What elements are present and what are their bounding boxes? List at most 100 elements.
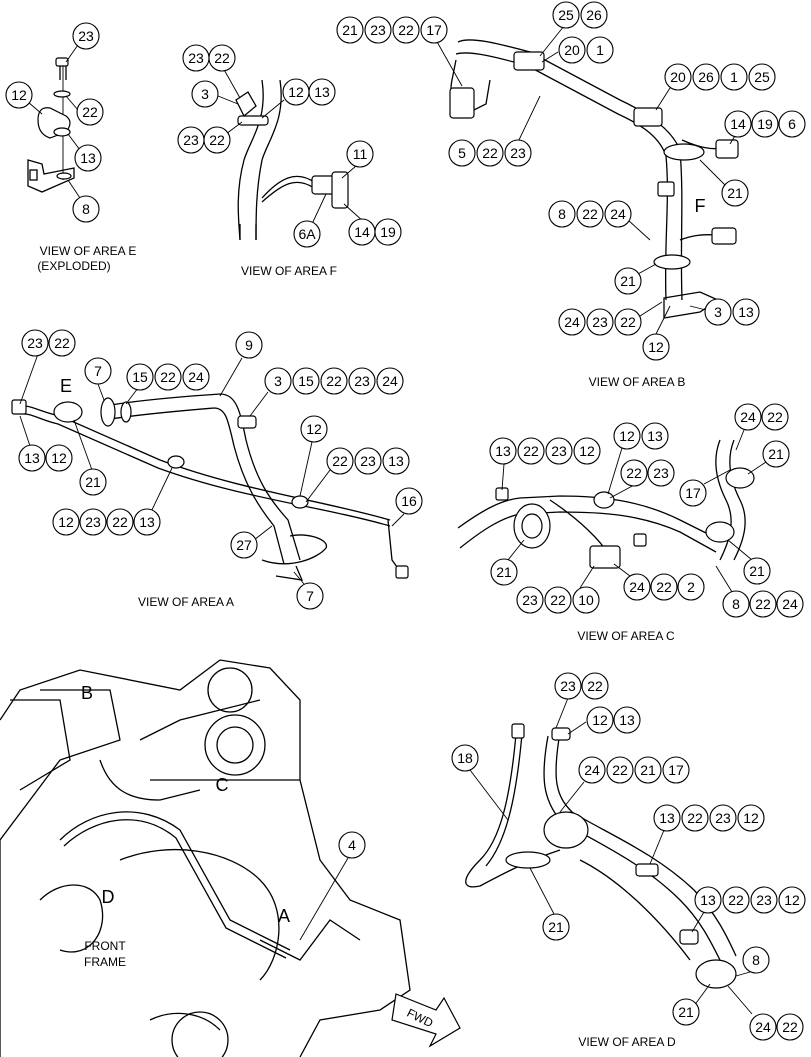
area-letter-b: B	[81, 683, 93, 703]
callout: 23 22	[19, 329, 76, 405]
callout: 23 22 10	[516, 565, 600, 614]
callout-label: 8	[558, 206, 566, 222]
callout-label: 23	[85, 514, 101, 530]
callout-label: 23	[522, 592, 538, 608]
callout-label: 6A	[298, 226, 316, 242]
fwd-arrow-shape	[391, 993, 461, 1048]
callout-label: 21	[496, 564, 512, 580]
callout: 23 22	[177, 121, 243, 154]
callout-label: 22	[523, 443, 539, 459]
callout-label: 18	[457, 750, 473, 766]
callout-label: 23	[27, 335, 43, 351]
callout-label: 15	[298, 373, 314, 389]
callout: 21	[614, 263, 657, 295]
callout-label: 4	[348, 837, 356, 853]
callout-label: 22	[550, 592, 566, 608]
view-c-callouts: 13 22 23 12 12 13 24 22 21	[489, 403, 804, 618]
callout-label: 22	[214, 50, 230, 66]
callout-label: 21	[342, 22, 358, 38]
callout-label: 22	[326, 373, 342, 389]
callout-label: 22	[112, 514, 128, 530]
view-b-caption: VIEW OF AREA B	[589, 375, 686, 389]
callout-label: 23	[78, 28, 94, 44]
callout: 12 13	[567, 706, 641, 735]
callout-label: 21	[727, 185, 743, 201]
callout: 22 23	[609, 459, 675, 499]
callout-label: 11	[353, 146, 368, 162]
callout: 24 22	[734, 403, 789, 451]
callout-label: 13	[388, 453, 404, 469]
callout: 23 22	[554, 672, 609, 729]
callout-label: 12	[306, 421, 322, 437]
view-a-caption: VIEW OF AREA A	[138, 595, 234, 609]
callout: 3 13	[689, 298, 760, 326]
callout-label: 22	[626, 465, 642, 481]
callout-label: 12	[784, 892, 800, 908]
callout: 27	[230, 525, 273, 559]
callout: 8	[67, 179, 100, 223]
callout-label: 24	[782, 596, 798, 612]
callout-label: 22	[209, 132, 225, 148]
callout-label: 13	[738, 304, 754, 320]
view-b-callouts: 21 23 22 17 25 26 20 1 20 26	[336, 1, 806, 361]
callout-label: 1	[730, 69, 738, 85]
callout-label: 26	[586, 7, 602, 23]
callout-label: 13	[80, 150, 96, 166]
callout: 8 22 24	[548, 200, 651, 241]
callout: 21	[529, 867, 570, 941]
callout-label: 24	[610, 206, 626, 222]
callout-label: 10	[578, 592, 594, 608]
callout: 14 19	[343, 203, 402, 246]
callout-label: 19	[380, 224, 396, 240]
callout: 13 22 23 12	[691, 886, 806, 933]
front-frame-drawing	[0, 659, 411, 1057]
callout: 12	[5, 81, 43, 115]
callout-label: 23	[360, 453, 376, 469]
callout-label: 3	[201, 86, 209, 102]
callout-label: 22	[482, 145, 498, 161]
callout-label: 21	[85, 474, 101, 490]
callout: 11	[341, 140, 374, 179]
callout: 5 22 23	[448, 95, 541, 167]
callout-label: 22	[332, 453, 348, 469]
view-f-drawing	[235, 79, 349, 241]
callout: 21	[727, 539, 771, 585]
callout-label: 23	[188, 50, 204, 66]
view-area-b: F 21 23 22 17 25 26 20 1	[336, 1, 806, 389]
callout-label: 13	[495, 443, 511, 459]
view-area-f: 23 22 3 12 13 23 22	[177, 44, 402, 278]
callout-label: 22	[620, 314, 636, 330]
callout-label: 13	[314, 84, 330, 100]
callout: 25 26	[539, 1, 608, 57]
view-a-callouts: 23 22 7 15 22 24 9	[18, 329, 423, 610]
callout: 3	[191, 80, 239, 108]
view-a-drawing	[11, 393, 409, 581]
callout-label: 23	[370, 22, 386, 38]
area-letter-a: A	[278, 906, 290, 926]
callout-label: 22	[767, 409, 783, 425]
callout: 24 22	[727, 985, 804, 1041]
callout-label: 12	[592, 712, 608, 728]
callout: 24 22 2	[613, 563, 705, 601]
callout: 20 1	[541, 36, 614, 64]
callout: 12 23 22 13	[52, 467, 173, 536]
callout-label: 8	[752, 952, 760, 968]
callout-label: 22	[82, 104, 98, 120]
callout-label: 23	[183, 132, 199, 148]
callout: 8 22 24	[715, 565, 804, 618]
callout-label: 21	[768, 446, 784, 462]
callout-label: 22	[755, 596, 771, 612]
callout-label: 13	[647, 428, 663, 444]
callout-label: 25	[754, 69, 770, 85]
callout-label: 3	[714, 304, 722, 320]
callout-label: 20	[670, 69, 686, 85]
callout-label: 12	[648, 339, 664, 355]
callout: 9	[219, 331, 263, 397]
callout-label: 23	[551, 443, 567, 459]
callout-label: 22	[587, 678, 603, 694]
callout: 13 22 23 12	[649, 804, 765, 865]
view-area-e: 23 12 22 13 8 VIEW OF AR	[5, 22, 136, 273]
callout-label: 27	[236, 537, 252, 553]
callout: 3 15 22 23 24	[249, 367, 404, 417]
callout: 4	[299, 831, 366, 941]
